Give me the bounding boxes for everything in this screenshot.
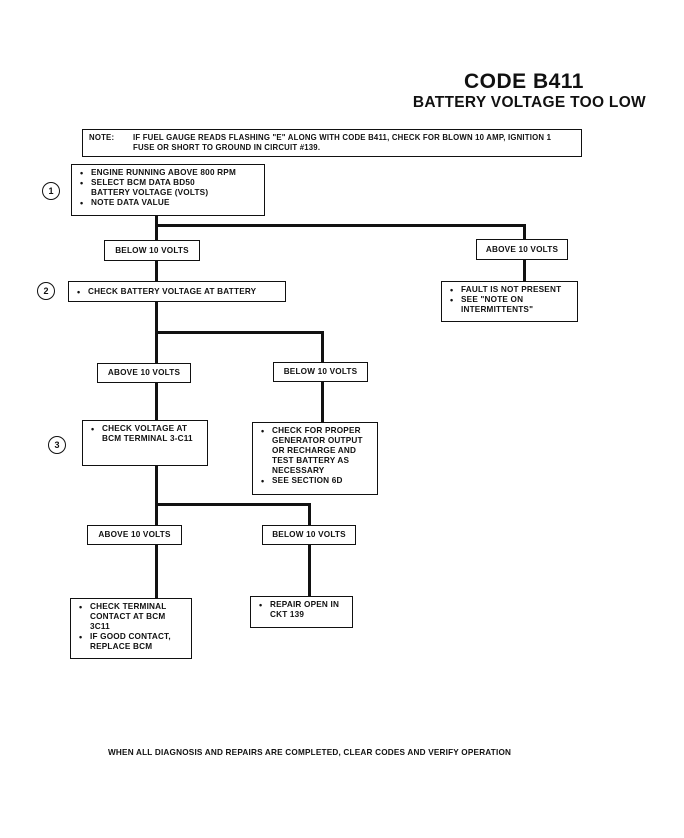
fault-not-present-box: FAULT IS NOT PRESENT SEE "NOTE ON INTERM… xyxy=(441,281,578,322)
below-10-volts-label-2: BELOW 10 VOLTS xyxy=(273,362,368,382)
above-10-volts-label-1: ABOVE 10 VOLTS xyxy=(476,239,568,260)
connector xyxy=(523,259,526,282)
step2-box: CHECK BATTERY VOLTAGE AT BATTERY xyxy=(68,281,286,302)
connector xyxy=(155,260,158,282)
step-marker-2: 2 xyxy=(37,282,55,300)
connector xyxy=(523,224,526,240)
connector xyxy=(155,331,324,334)
connector xyxy=(321,381,324,422)
list-item: CHECK BATTERY VOLTAGE AT BATTERY xyxy=(77,287,256,297)
list-item: SELECT BCM DATA BD50 xyxy=(80,178,260,188)
list-item: SEE SECTION 6D xyxy=(261,476,373,486)
footer-instruction: WHEN ALL DIAGNOSIS AND REPAIRS ARE COMPL… xyxy=(108,748,512,757)
note-box: NOTE: IF FUEL GAUGE READS FLASHING "E" A… xyxy=(82,129,582,157)
above-10-volts-label-2: ABOVE 10 VOLTS xyxy=(97,363,191,383)
below-10-volts-label-1: BELOW 10 VOLTS xyxy=(104,240,200,261)
above-10-volts-label-3: ABOVE 10 VOLTS xyxy=(87,525,182,545)
connector xyxy=(155,215,158,241)
check-terminal-box: CHECK TERMINAL CONTACT AT BCM 3C11 IF GO… xyxy=(70,598,192,659)
connector xyxy=(155,224,525,227)
list-item: CHECK TERMINAL CONTACT AT BCM 3C11 xyxy=(79,602,187,632)
connector xyxy=(308,503,311,525)
generator-check-box: CHECK FOR PROPER GENERATOR OUTPUT OR REC… xyxy=(252,422,378,495)
list-item: ENGINE RUNNING ABOVE 800 RPM xyxy=(80,168,260,178)
diagram-title: CODE B411 xyxy=(463,70,584,93)
step-marker-3: 3 xyxy=(48,436,66,454)
connector xyxy=(321,331,324,363)
list-item: NOTE DATA VALUE xyxy=(80,198,260,208)
list-item: SEE "NOTE ON INTERMITTENTS" xyxy=(450,295,573,315)
list-item: BATTERY VOLTAGE (VOLTS) xyxy=(91,188,209,197)
diagram-subtitle: BATTERY VOLTAGE TOO LOW xyxy=(412,94,646,111)
list-item: IF GOOD CONTACT, REPLACE BCM xyxy=(79,632,187,652)
list-item: CHECK VOLTAGE AT BCM TERMINAL 3-C11 xyxy=(91,424,203,444)
note-text: IF FUEL GAUGE READS FLASHING "E" ALONG W… xyxy=(133,133,552,152)
connector xyxy=(155,544,158,599)
connector xyxy=(308,544,311,597)
step3-box: CHECK VOLTAGE AT BCM TERMINAL 3-C11 xyxy=(82,420,208,466)
list-item: FAULT IS NOT PRESENT xyxy=(450,285,573,295)
list-item: REPAIR OPEN IN CKT 139 xyxy=(259,600,348,620)
connector xyxy=(155,465,158,525)
step-marker-1: 1 xyxy=(42,182,60,200)
connector xyxy=(155,503,310,506)
step1-box: ENGINE RUNNING ABOVE 800 RPM SELECT BCM … xyxy=(71,164,265,216)
connector xyxy=(155,382,158,420)
list-item: CHECK FOR PROPER GENERATOR OUTPUT OR REC… xyxy=(261,426,373,476)
below-10-volts-label-3: BELOW 10 VOLTS xyxy=(262,525,356,545)
repair-open-box: REPAIR OPEN IN CKT 139 xyxy=(250,596,353,628)
note-label: NOTE: xyxy=(89,133,115,142)
